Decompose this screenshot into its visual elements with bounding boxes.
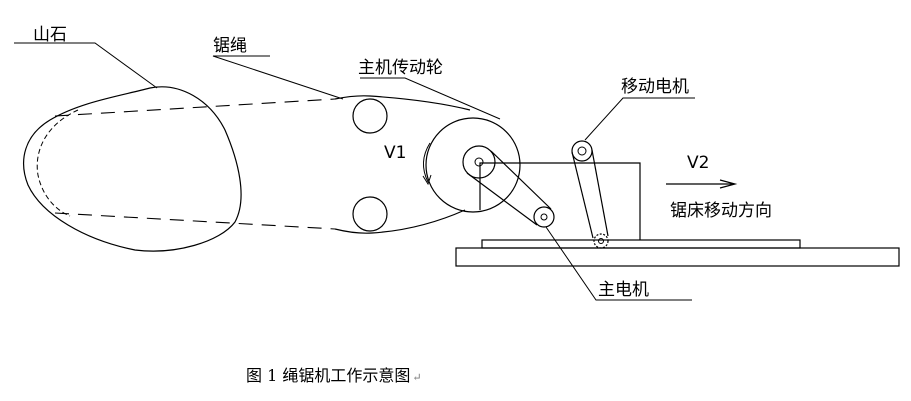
- moving-motor-pulley: [571, 140, 593, 162]
- main-motor-leader: [545, 226, 692, 301]
- figure-caption: 图 1 绳锯机工作示意图↵: [246, 366, 422, 385]
- main-drive-wheel-label: 主机传动轮: [358, 58, 443, 78]
- rock-leader: [14, 42, 158, 89]
- figure-caption-text: 图 1 绳锯机工作示意图: [246, 366, 410, 385]
- wire-lower-solid: [334, 209, 466, 234]
- v1-rotation-arrow: [423, 142, 431, 183]
- drive-wheel-center: [474, 157, 484, 167]
- main-motor-pulley-center: [540, 213, 548, 221]
- moving-belt-right: [591, 149, 609, 237]
- main-belt-upper: [490, 150, 552, 210]
- travel-direction-label: 锯床移动方向: [670, 201, 772, 221]
- moving-motor-leader: [584, 97, 695, 141]
- wire-lower-dashed: [54, 212, 336, 230]
- v1-arrow-head: [422, 174, 432, 186]
- v2-label: V2: [687, 153, 709, 173]
- v2-arrow-head: [719, 179, 738, 189]
- drive-wheel-leader: [360, 77, 501, 120]
- wire-saw-label: 锯绳: [213, 36, 247, 56]
- drive-gear: [593, 233, 609, 249]
- machine-frame: [479, 162, 641, 240]
- wire-upper-solid: [334, 95, 471, 111]
- drive-gear-center: [598, 238, 604, 244]
- moving-motor-pulley-center: [577, 146, 587, 156]
- upper-guide-pulley: [352, 98, 388, 134]
- lower-guide-pulley: [352, 196, 388, 232]
- moving-motor-label: 移动电机: [621, 77, 689, 97]
- paragraph-mark: ↵: [412, 371, 421, 384]
- wire-upper-dashed: [54, 98, 336, 117]
- moving-belt-left: [571, 151, 594, 239]
- rock-inner-dashed-edge: [36, 109, 79, 217]
- main-motor-label: 主电机: [598, 280, 649, 300]
- machine-base: [455, 247, 900, 267]
- v1-label: V1: [384, 143, 406, 163]
- main-belt-lower: [466, 172, 538, 226]
- rock-label: 山石: [33, 25, 67, 45]
- main-motor-pulley: [533, 206, 555, 228]
- rail: [481, 239, 801, 249]
- main-drive-wheel: [425, 117, 521, 213]
- drive-wheel-hub: [462, 145, 496, 179]
- rock-outline: [23, 86, 242, 252]
- wire-leader: [212, 55, 344, 100]
